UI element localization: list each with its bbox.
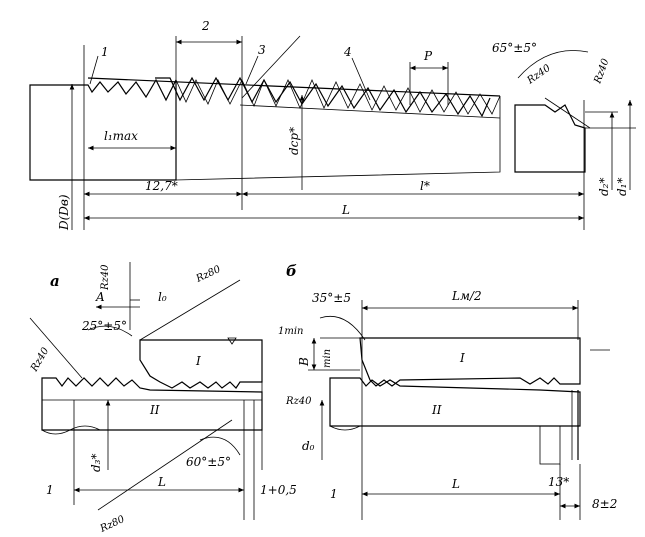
coupling-thread xyxy=(155,76,491,118)
A-label: A xyxy=(95,290,105,304)
l0-label: l₀ xyxy=(158,290,167,304)
D-label: D(Dв) xyxy=(57,194,71,231)
dim-L-top-label: L xyxy=(341,203,350,217)
dim-1-0-5-label: 1+0,5 xyxy=(260,483,297,497)
b-groove xyxy=(539,425,561,465)
rz40-a-left: Rz40 xyxy=(29,345,52,374)
chamfer-line xyxy=(544,97,591,129)
part-II-a-label: II xyxy=(149,403,160,417)
Lm2-label: Lм/2 xyxy=(451,289,482,303)
dim-8-2-label: 8±2 xyxy=(592,497,617,511)
part-II-b xyxy=(329,377,581,427)
angle-arc-35 xyxy=(319,315,366,341)
pipe-body-left xyxy=(29,78,177,181)
angle-60-label: 60°±5° xyxy=(186,455,231,469)
rz40-a-top: Rz40 xyxy=(100,264,111,291)
callout-4: 4 xyxy=(343,45,352,59)
rz80-a-top: Rz80 xyxy=(194,264,223,285)
rz40-left-leader xyxy=(29,317,83,379)
callout-2: 2 xyxy=(201,19,210,33)
callout-3: 3 xyxy=(258,43,266,57)
dim-L-b-label: L xyxy=(451,477,460,491)
d0-label: d₀ xyxy=(302,439,315,453)
angle-arc-65 xyxy=(517,50,589,79)
rz40-label-1: Rz40 xyxy=(525,62,554,87)
break-line-a xyxy=(41,425,101,435)
rz80-bottom-leader xyxy=(97,419,233,511)
dcp-leader xyxy=(241,35,301,99)
angle-35-label: 35°±5 xyxy=(312,291,351,305)
d2-label: d₂* xyxy=(597,178,611,197)
rz40-b: Rz40 xyxy=(285,396,312,407)
dim-12-7-label: 12,7* xyxy=(145,179,178,193)
break-line-b xyxy=(329,425,361,431)
angle-arc-25 xyxy=(87,325,133,337)
angle-65-label: 65°±5° xyxy=(492,41,537,55)
dcp-label: dcp* xyxy=(287,127,301,155)
one-min-label: 1min xyxy=(278,326,303,337)
thread-top-line xyxy=(87,77,501,97)
leader-1 xyxy=(89,55,99,85)
pipe-end-section xyxy=(514,104,586,173)
part-I-a-label: I xyxy=(195,354,201,368)
view-a-title: а xyxy=(50,272,60,290)
part-I-b xyxy=(359,337,581,387)
callout-1: 1 xyxy=(101,45,109,59)
thread-bottom-line xyxy=(239,104,501,119)
angle-arc-60 xyxy=(199,436,241,456)
callout-1-b: 1 xyxy=(330,487,338,501)
view-b: б 35°±5 Lм/2 1min B min Rz40 I II d₀ 1 L… xyxy=(278,262,617,520)
l1max-label: l₁max xyxy=(104,129,138,143)
view-a: а Rz40 Rz80 A l₀ 25°±5° Rz40 I II d₃* 60… xyxy=(29,262,297,535)
rz80-leader-a xyxy=(139,279,241,341)
pipe-body-mid xyxy=(175,78,501,181)
dim-L-a-label: L xyxy=(157,475,166,489)
view-b-title: б xyxy=(286,262,297,280)
rz40-label-2: Rz40 xyxy=(592,57,612,86)
min-label: min xyxy=(322,349,333,368)
d1-label: d₁* xyxy=(615,178,629,197)
rz80-a-bottom: Rz80 xyxy=(98,514,127,535)
part-I-b-label: I xyxy=(459,351,465,365)
part-I-a xyxy=(139,339,263,389)
top-view: 1 2 3 4 P 65°±5° Rz40 Rz40 l₁max dcp* 12… xyxy=(29,19,636,231)
angle-25-label: 25°±5° xyxy=(81,319,127,333)
leader-3 xyxy=(245,55,259,85)
pitch-label: P xyxy=(423,49,433,63)
part-II-b-label: II xyxy=(431,403,442,417)
callout-1-a: 1 xyxy=(46,483,54,497)
face-mark xyxy=(227,337,237,345)
leader-4 xyxy=(351,57,371,101)
B-label: B xyxy=(297,357,311,367)
d3-label: d₃* xyxy=(89,454,103,473)
dim-l-star-label: l* xyxy=(420,179,430,193)
dim-13-label: 13* xyxy=(548,475,569,489)
